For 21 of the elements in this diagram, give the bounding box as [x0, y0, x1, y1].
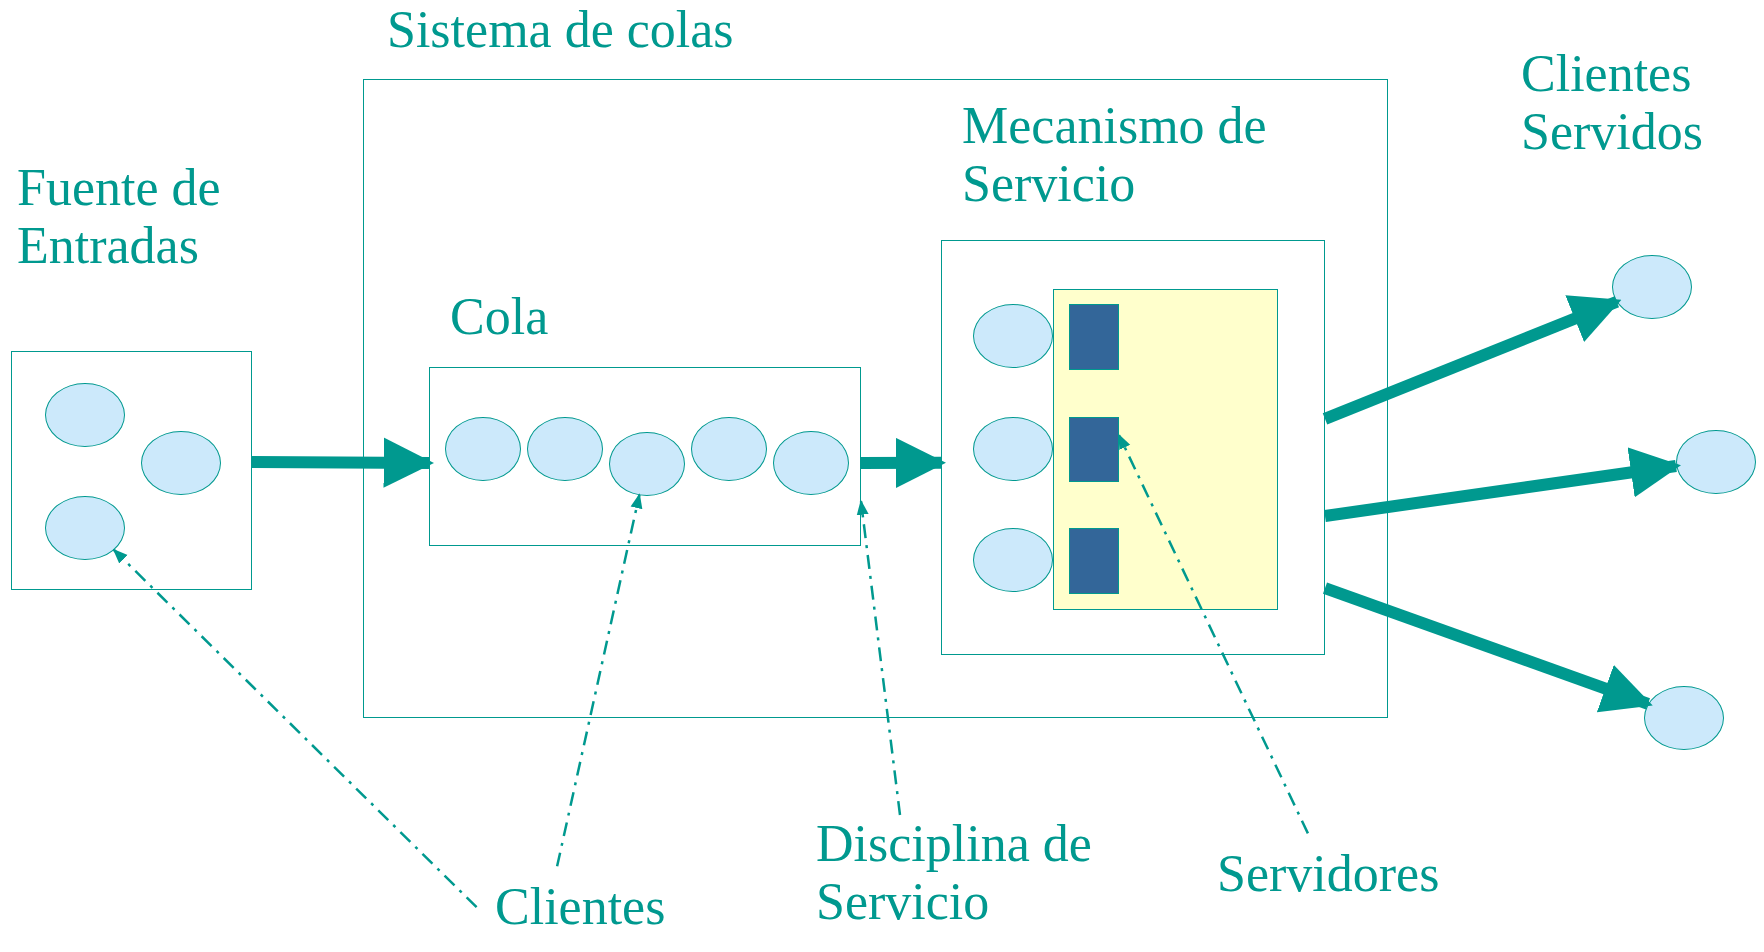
box-title: Cola — [450, 288, 550, 347]
box-title: Sistema de colas — [387, 1, 735, 60]
arrow — [1322, 582, 1653, 713]
server-square — [1069, 528, 1119, 594]
leader-line — [856, 499, 902, 816]
leader-line — [555, 493, 643, 867]
callout-text: Disciplina de Servicio — [816, 815, 1116, 932]
leader-line — [1117, 433, 1310, 834]
arrow — [1324, 447, 1681, 522]
callout-text: Servidores — [1217, 845, 1517, 904]
server-square — [1069, 304, 1119, 370]
callout-text: Clientes — [495, 878, 725, 937]
arrow — [861, 437, 947, 489]
arrow — [1322, 295, 1622, 425]
box-title: Mecanismo de Servicio — [962, 97, 1268, 214]
box-title: Fuente de Entradas — [17, 159, 222, 276]
leader-line — [112, 548, 478, 908]
server-panel — [1053, 289, 1278, 610]
arrow — [251, 437, 435, 488]
group-label: Clientes Servidos — [1521, 45, 1704, 162]
server-square — [1069, 417, 1119, 482]
